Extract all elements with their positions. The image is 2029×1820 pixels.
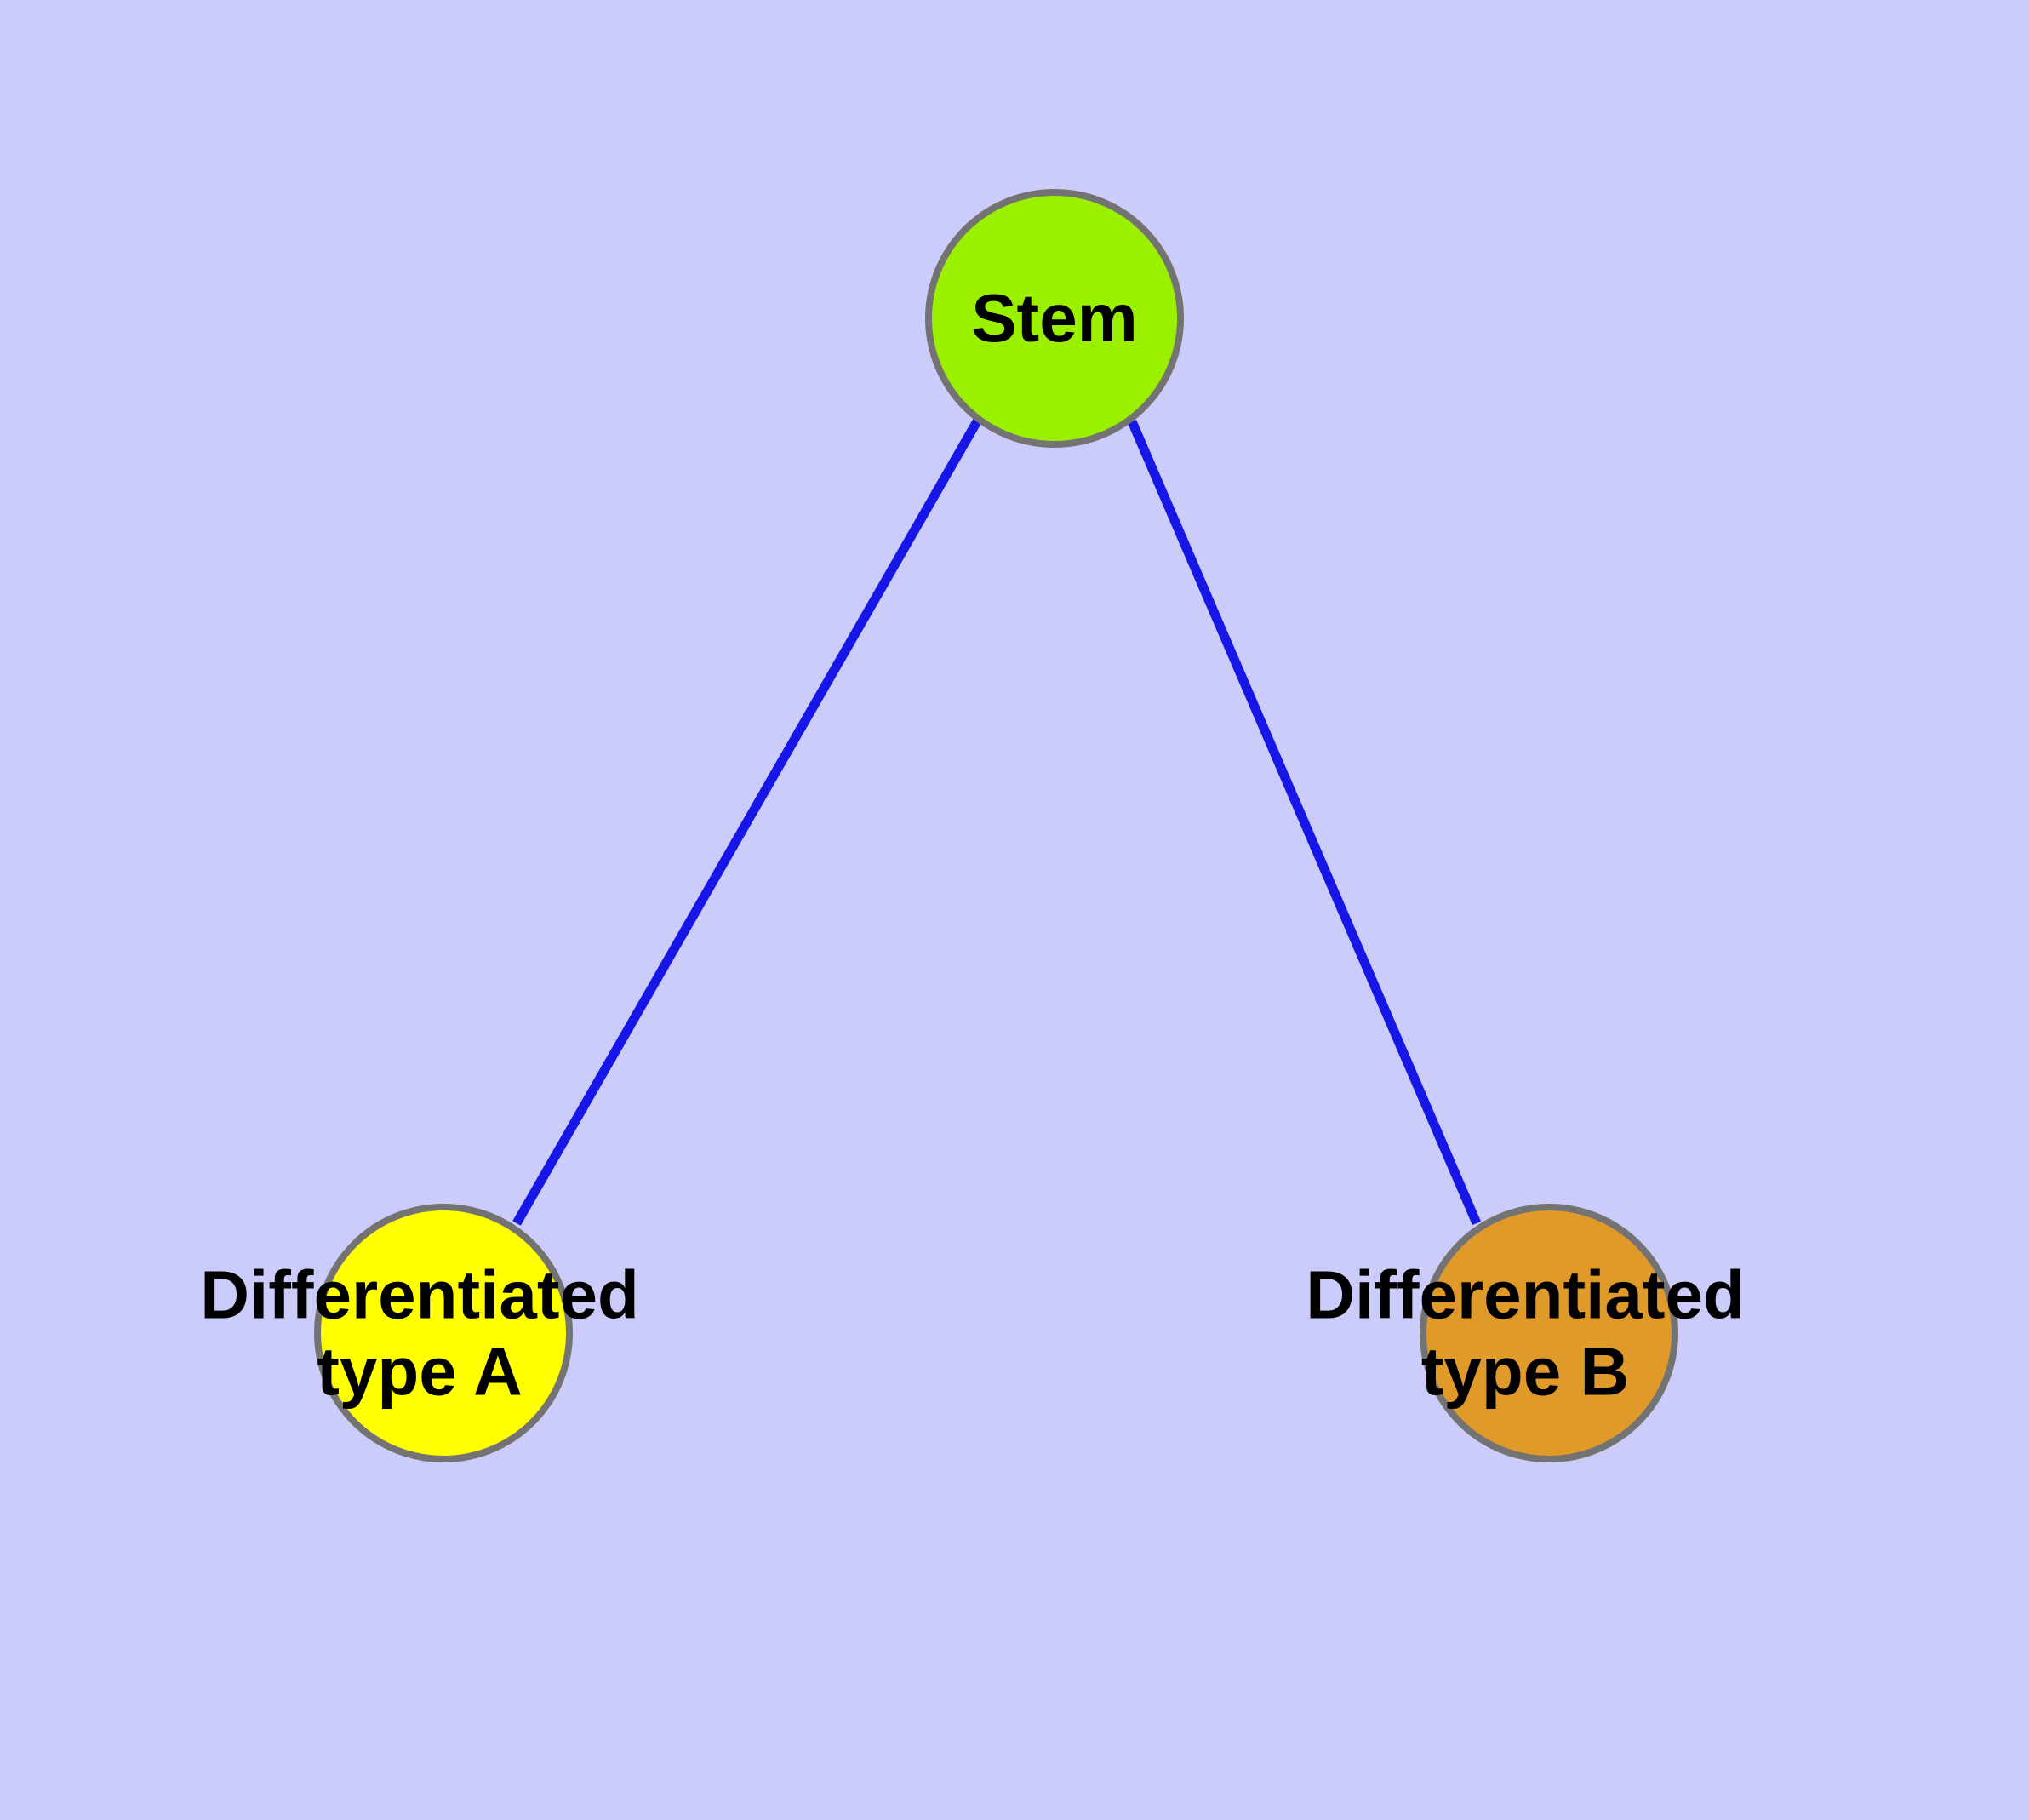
node-circle-differentiated-type-b[interactable]	[1420, 1204, 1678, 1462]
node-circle-differentiated-type-a[interactable]	[314, 1204, 573, 1462]
node-circle-stem[interactable]	[925, 189, 1184, 448]
edge-stem-to-diff-b	[1127, 419, 1482, 1226]
edge-layer	[512, 419, 1482, 1226]
edge-stem-to-diff-a	[512, 419, 981, 1226]
node-layer	[314, 189, 1678, 1462]
